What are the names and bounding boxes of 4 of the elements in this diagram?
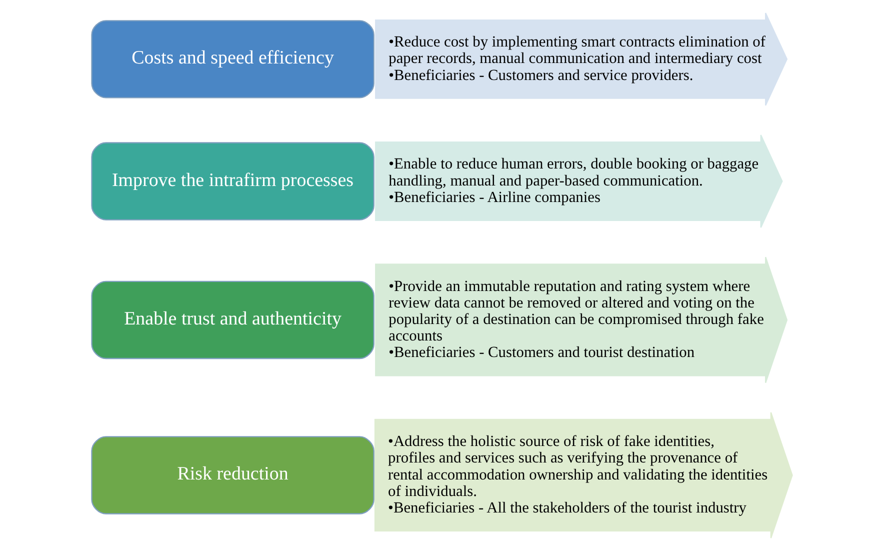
node-box: Enable trust and authenticity	[90, 280, 374, 360]
node-box: Improve the intrafirm processes	[90, 142, 374, 220]
node-box: Costs and speed efficiency	[90, 20, 374, 98]
node-box: Risk reduction	[90, 436, 374, 514]
